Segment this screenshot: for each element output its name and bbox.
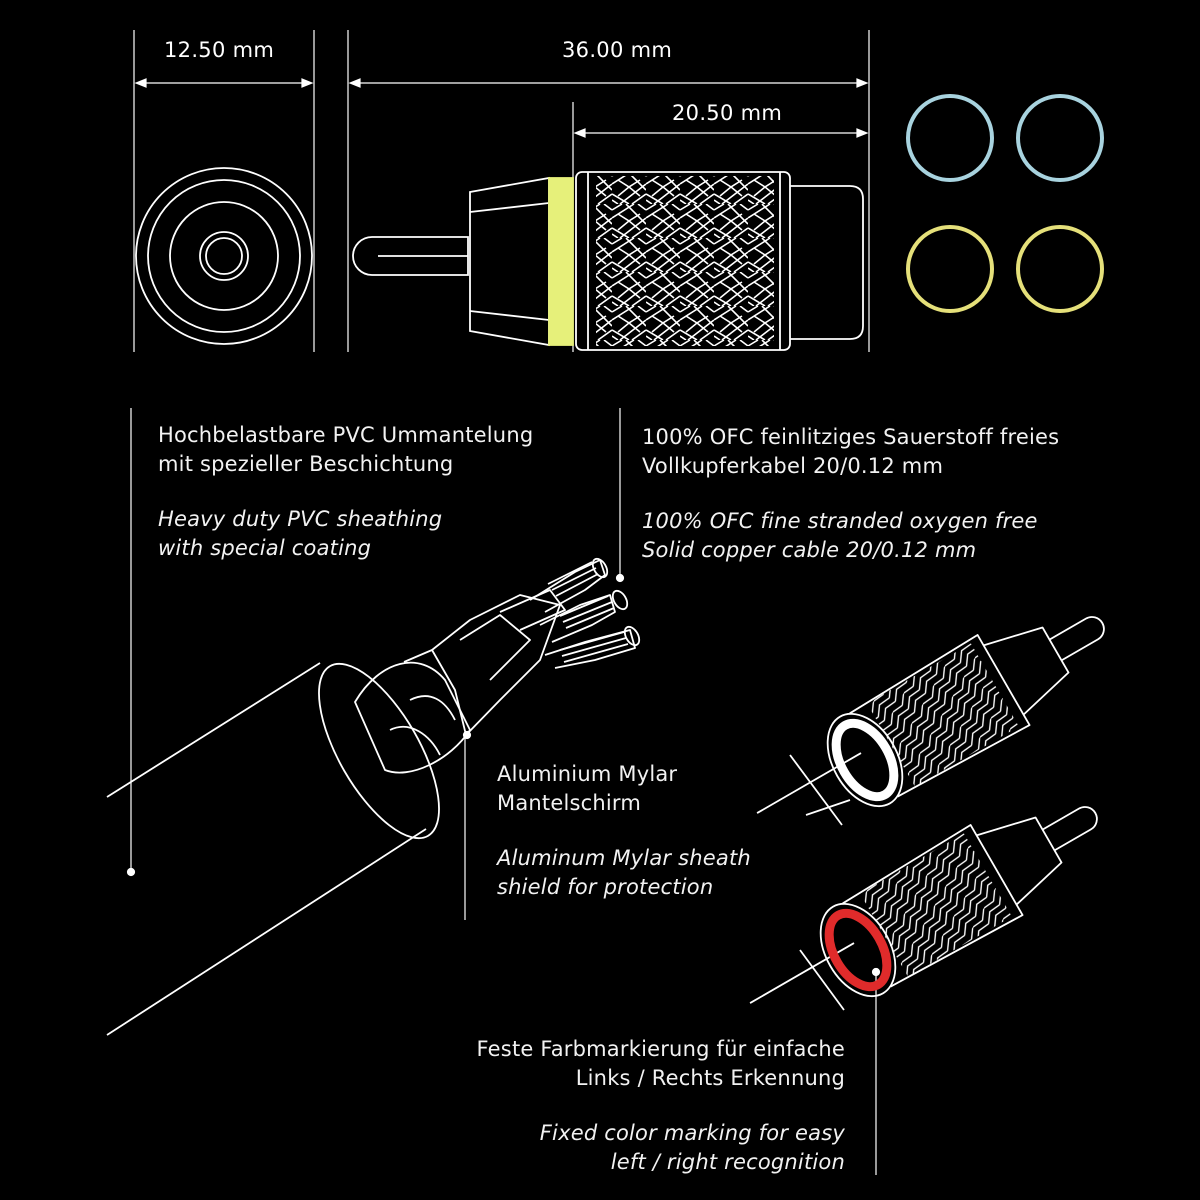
color-ring-blue <box>1016 94 1104 182</box>
color-ring-yellow <box>906 225 994 313</box>
plug-side-view <box>352 171 864 351</box>
conductor-callout-de: 100% OFC feinlitziges Sauerstoff freies … <box>642 425 1060 478</box>
color-ring-yellow <box>1016 225 1104 313</box>
conductor-callout-en: 100% OFC fine stranded oxygen free Solid… <box>642 509 1038 562</box>
cable-illustration <box>106 557 641 1036</box>
color-ring-blue <box>906 94 994 182</box>
shield-callout: Aluminium Mylar Mantelschirm Aluminum My… <box>497 760 751 902</box>
sheath-callout-en: Heavy duty PVC sheathing with special co… <box>158 507 443 560</box>
diameter-dimension-label: 12.50 mm <box>164 38 275 62</box>
shield-callout-de: Aluminium Mylar Mantelschirm <box>497 762 678 815</box>
connector-pair <box>749 616 1105 1011</box>
marking-callout-en: Fixed color marking for easy left / righ… <box>539 1121 845 1174</box>
leader-lines <box>126 408 881 1175</box>
marking-callout: Feste Farbmarkierung für einfache Links … <box>430 1035 845 1177</box>
shield-callout-en: Aluminum Mylar sheath shield for protect… <box>497 846 751 899</box>
plug-front-view <box>135 167 313 345</box>
total-length-dimension-label: 36.00 mm <box>562 38 673 62</box>
connector-right <box>749 806 1098 1004</box>
conductor-callout: 100% OFC feinlitziges Sauerstoff freies … <box>642 423 1059 565</box>
sheath-callout: Hochbelastbare PVC Ummantelung mit spezi… <box>158 421 533 563</box>
left-color-marker <box>831 718 899 802</box>
color-rings <box>906 94 1104 313</box>
marking-callout-de: Feste Farbmarkierung für einfache Links … <box>476 1037 845 1090</box>
right-color-marker <box>824 908 892 992</box>
grip-length-dimension-label: 20.50 mm <box>672 101 783 125</box>
sheath-callout-de: Hochbelastbare PVC Ummantelung mit spezi… <box>158 423 534 476</box>
connector-left <box>756 616 1105 814</box>
